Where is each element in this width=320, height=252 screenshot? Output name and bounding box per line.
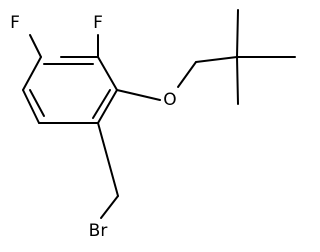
ring-bond-c2-c3	[97, 56, 118, 91]
ring-double-bond-right	[92, 89, 111, 119]
bond-c4-ch2br	[97, 122, 119, 197]
atom-label-layer: F F O Br	[10, 13, 177, 241]
fluorine-label-right: F	[93, 13, 103, 33]
ring-double-bond-left	[29, 89, 45, 117]
bond-oxygen-ch2	[177, 61, 197, 88]
bond-c1-fluorine	[29, 34, 42, 58]
bond-tbutyl-methyl-top	[236, 9, 239, 58]
bond-ch2-bromine	[100, 195, 119, 219]
bond-layer	[22, 9, 296, 219]
ring-bond-c3-c4	[97, 89, 118, 124]
bond-ch2-quaternary-carbon	[195, 56, 238, 63]
oxygen-label: O	[163, 90, 176, 110]
fluorine-label-left: F	[10, 13, 20, 33]
bond-c3-oxygen	[116, 89, 161, 101]
bromine-label: Br	[89, 221, 108, 241]
chemical-structure-diagram: F F O Br	[10, 9, 296, 241]
ring-bond-c6-c1	[22, 56, 42, 91]
bond-tbutyl-methyl-bottom	[236, 56, 239, 105]
ring-bond-c5-c6	[22, 89, 40, 124]
